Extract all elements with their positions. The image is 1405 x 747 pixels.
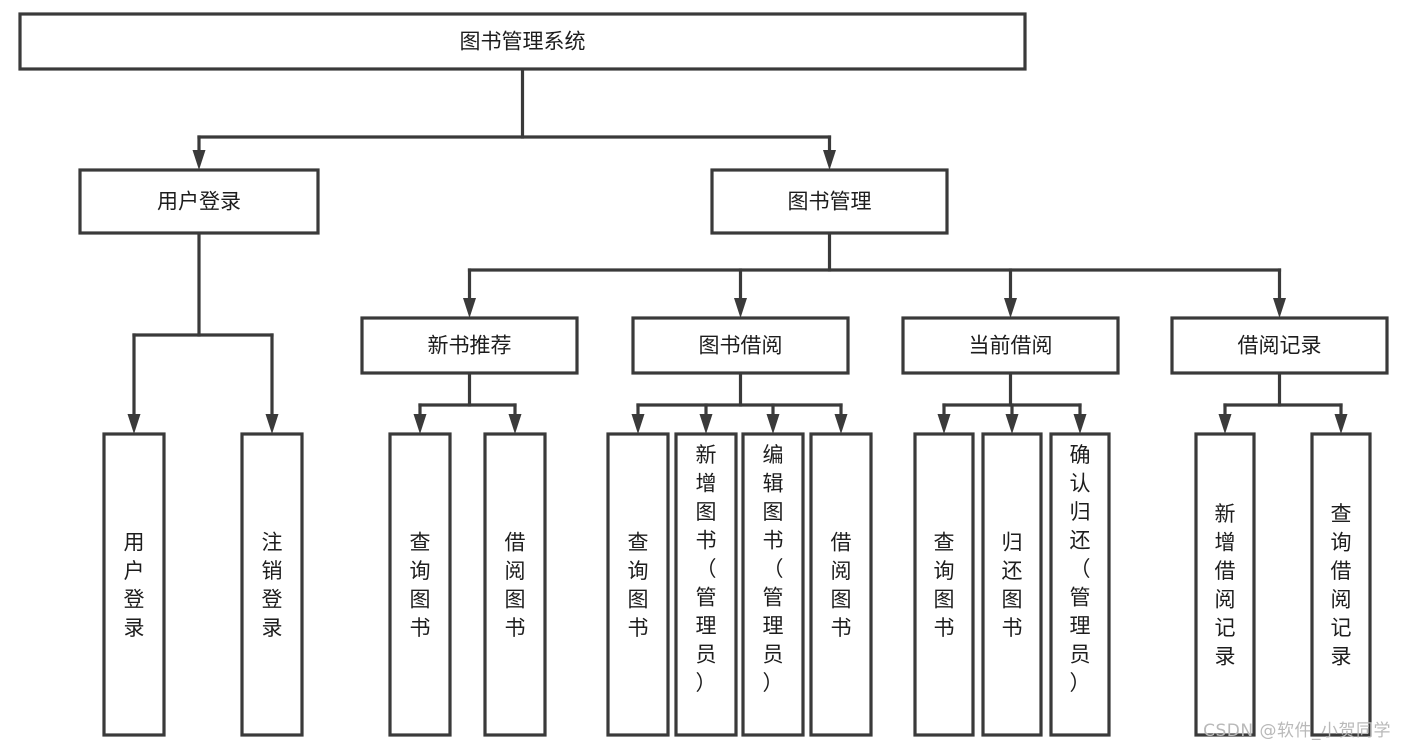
node-leaf-edit-book[interactable]: 编辑图书（管理员） <box>741 432 805 737</box>
arrow-head-icon <box>823 150 836 170</box>
arrow-head-icon <box>631 414 645 434</box>
node-leaf-add-book[interactable]: 新增图书（管理员） <box>674 432 738 737</box>
node-box[interactable] <box>1170 316 1389 375</box>
node-box[interactable] <box>360 316 579 375</box>
arrow-head-icon <box>508 414 522 434</box>
node-leaf-borrow-book-1[interactable]: 借阅图书 <box>483 432 547 737</box>
node-box[interactable] <box>710 168 949 235</box>
node-box[interactable] <box>240 432 304 737</box>
node-box[interactable] <box>631 316 850 375</box>
node-label: 用户登录 <box>157 190 241 214</box>
node-leaf-query-book-1[interactable]: 查询图书 <box>388 432 452 737</box>
arrow-head-icon <box>1004 298 1017 318</box>
node-box[interactable] <box>18 12 1027 71</box>
node-box[interactable] <box>483 432 547 737</box>
node-label: 确认归还（管理员） <box>1070 443 1091 695</box>
arrow-head-icon <box>413 414 427 434</box>
nodes-layer: 图书管理系统用户登录图书管理新书推荐图书借阅当前借阅借阅记录用户登录注销登录查询… <box>18 12 1389 737</box>
connector-group-book-manage <box>463 231 1286 318</box>
node-label: 当前借阅 <box>969 334 1053 358</box>
node-leaf-logout[interactable]: 注销登录 <box>240 432 304 737</box>
arrow-head-icon <box>834 414 848 434</box>
node-box[interactable] <box>741 432 805 737</box>
node-borrow-record[interactable]: 借阅记录 <box>1170 316 1389 375</box>
node-label: 借阅记录 <box>1238 334 1322 358</box>
node-box[interactable] <box>901 316 1120 375</box>
node-label: 注销登录 <box>262 531 283 641</box>
node-label: 查询图书 <box>410 531 431 641</box>
connector-group-user-login <box>127 231 279 434</box>
connector-group-new-book-recommend <box>413 371 522 434</box>
node-new-book-recommend[interactable]: 新书推荐 <box>360 316 579 375</box>
arrow-head-icon <box>734 298 747 318</box>
arrow-head-icon <box>1218 414 1232 434</box>
arrow-head-icon <box>1073 414 1087 434</box>
arrow-head-icon <box>937 414 951 434</box>
node-box[interactable] <box>809 432 873 737</box>
connector-group-book-borrow <box>631 371 848 434</box>
node-leaf-confirm-return[interactable]: 确认归还（管理员） <box>1049 432 1111 737</box>
node-box[interactable] <box>102 432 166 737</box>
node-box[interactable] <box>388 432 452 737</box>
node-label: 图书管理 <box>788 190 872 214</box>
arrow-head-icon <box>1005 414 1019 434</box>
node-label: 借阅图书 <box>505 531 526 641</box>
node-leaf-return-book[interactable]: 归还图书 <box>981 432 1043 737</box>
node-label: 图书管理系统 <box>460 30 586 54</box>
node-label: 新书推荐 <box>428 334 512 358</box>
node-user-login[interactable]: 用户登录 <box>78 168 320 235</box>
connector-group-current-borrow <box>937 371 1087 434</box>
node-label: 归还图书 <box>1002 531 1023 641</box>
arrow-head-icon <box>265 414 279 434</box>
node-box[interactable] <box>606 432 670 737</box>
arrow-head-icon <box>699 414 713 434</box>
node-leaf-query-borrow-record[interactable]: 查询借阅记录 <box>1310 432 1372 737</box>
node-label: 用户登录 <box>124 531 145 641</box>
arrow-head-icon <box>463 298 476 318</box>
node-label: 查询图书 <box>628 531 649 641</box>
connector-group-root <box>192 67 836 170</box>
csdn-watermark: CSDN @软件_小贺同学 <box>1203 721 1391 741</box>
node-box[interactable] <box>1194 432 1256 737</box>
node-leaf-add-borrow-record[interactable]: 新增借阅记录 <box>1194 432 1256 737</box>
node-box[interactable] <box>1310 432 1372 737</box>
node-label: 图书借阅 <box>699 334 783 358</box>
node-box[interactable] <box>913 432 975 737</box>
arrow-head-icon <box>1273 298 1286 318</box>
node-label: 查询图书 <box>934 531 955 641</box>
node-leaf-query-book-2[interactable]: 查询图书 <box>606 432 670 737</box>
node-box[interactable] <box>674 432 738 737</box>
node-leaf-query-book-3[interactable]: 查询图书 <box>913 432 975 737</box>
node-leaf-borrow-book-2[interactable]: 借阅图书 <box>809 432 873 737</box>
arrow-head-icon <box>192 150 206 170</box>
node-current-borrow[interactable]: 当前借阅 <box>901 316 1120 375</box>
node-box[interactable] <box>981 432 1043 737</box>
arrow-head-icon <box>127 414 141 434</box>
edges-layer <box>127 67 1348 434</box>
node-label: 新增借阅记录 <box>1215 502 1236 669</box>
node-book-manage[interactable]: 图书管理 <box>710 168 949 235</box>
node-label: 新增图书（管理员） <box>696 443 717 695</box>
connector-group-borrow-record <box>1218 371 1348 434</box>
node-label: 编辑图书（管理员） <box>763 443 784 695</box>
node-box[interactable] <box>78 168 320 235</box>
node-book-borrow[interactable]: 图书借阅 <box>631 316 850 375</box>
node-label: 借阅图书 <box>831 531 852 641</box>
arrow-head-icon <box>1334 414 1348 434</box>
node-box[interactable] <box>1049 432 1111 737</box>
node-leaf-user-login[interactable]: 用户登录 <box>102 432 166 737</box>
node-label: 查询借阅记录 <box>1331 502 1352 669</box>
arrow-head-icon <box>766 414 780 434</box>
node-root[interactable]: 图书管理系统 <box>18 12 1027 71</box>
